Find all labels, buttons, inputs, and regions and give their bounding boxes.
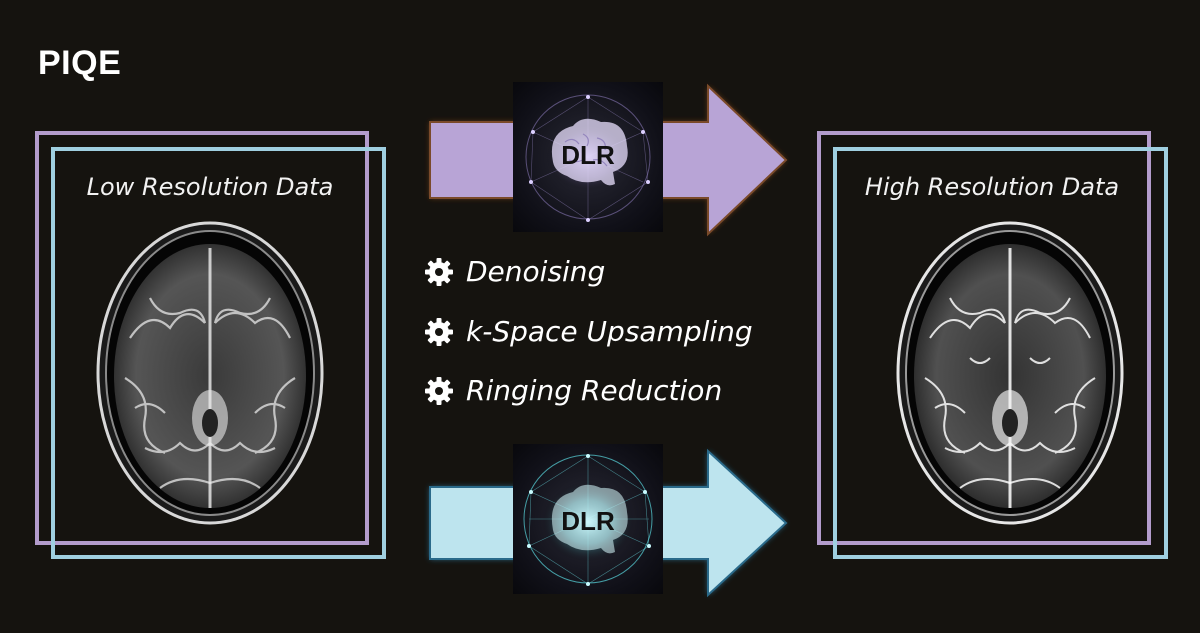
step-label: Ringing Reduction xyxy=(466,374,723,407)
step-denoising: Denoising xyxy=(424,255,605,288)
high-resolution-label: High Resolution Data xyxy=(864,173,1120,201)
brain-mri-image-high xyxy=(896,221,1124,525)
bottom-dlr-brain-network: DLR xyxy=(513,444,663,594)
low-resolution-label: Low Resolution Data xyxy=(86,173,334,201)
bottom-dlr-label: DLR xyxy=(561,506,615,536)
high-resolution-panel: High Resolution Data xyxy=(800,0,1200,633)
top-dlr-label: DLR xyxy=(561,140,615,170)
purple-frame xyxy=(35,131,369,545)
diagram-title: PIQE xyxy=(38,44,122,82)
purple-frame xyxy=(817,131,1151,545)
low-resolution-panel: Low Resolution Data xyxy=(0,0,400,633)
blue-frame xyxy=(833,147,1168,559)
gear-icon xyxy=(425,257,453,286)
brain-mri-image-low xyxy=(96,221,324,525)
gear-icon xyxy=(425,376,453,405)
step-label: k-Space Upsampling xyxy=(466,315,753,348)
step-label: Denoising xyxy=(466,255,606,288)
step-ringing-reduction: Ringing Reduction xyxy=(424,374,722,407)
top-dlr-brain-network: DLR xyxy=(513,82,663,232)
blue-frame xyxy=(51,147,386,559)
step-k-space-upsampling: k-Space Upsampling xyxy=(424,315,753,348)
gear-icon xyxy=(425,317,453,346)
